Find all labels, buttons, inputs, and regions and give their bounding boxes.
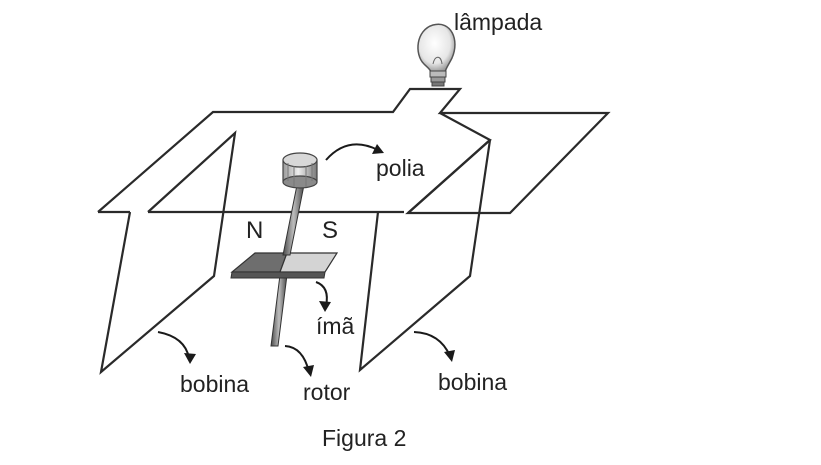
left-coil-label: bobina: [180, 371, 249, 397]
pulley-label: polia: [376, 155, 425, 181]
rotor-rod-lower: [270, 274, 288, 347]
left-coil: [99, 130, 237, 375]
right-coil-arrow: [413, 331, 455, 362]
pulley-arrow: [325, 143, 384, 161]
rotor-arrow: [284, 345, 314, 377]
lamp-label: lâmpada: [454, 9, 542, 35]
figure-caption: Figura 2: [322, 425, 406, 451]
right-coil-label: bobina: [438, 369, 507, 395]
rotor-label: rotor: [303, 379, 351, 405]
rotor-rod-upper: [282, 184, 305, 256]
north-pole-label: N: [246, 217, 263, 244]
south-pole-label: S: [322, 217, 338, 244]
pulley-icon: [282, 152, 318, 189]
magnet: [230, 252, 339, 279]
magnet-north-half: [230, 252, 288, 273]
right-coil: [358, 139, 492, 373]
magnet-label: ímã: [316, 313, 355, 339]
left-coil-arrow: [157, 331, 196, 364]
magnet-arrow: [315, 281, 331, 312]
lamp-icon: [417, 23, 456, 87]
magnet-south-half: [279, 252, 339, 273]
circuit-wire: [97, 87, 611, 215]
